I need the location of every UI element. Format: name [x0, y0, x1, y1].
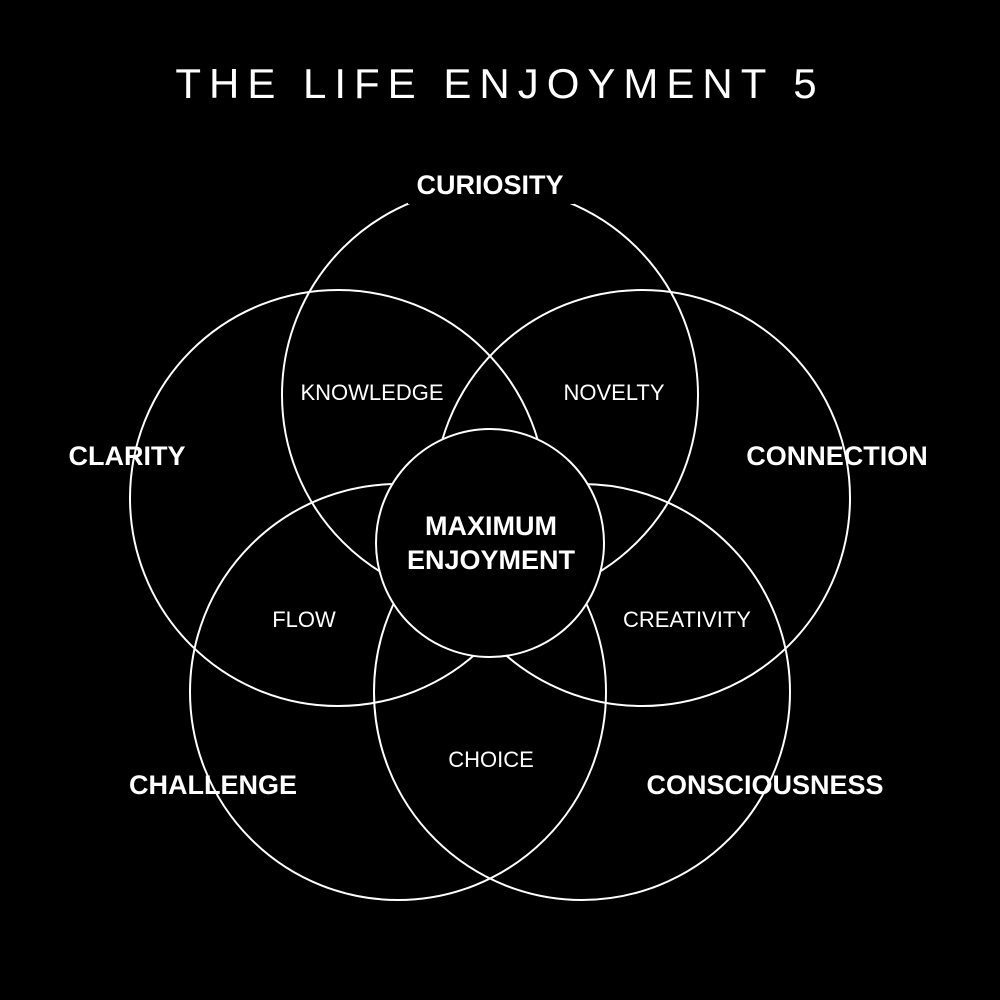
label-maximum: MAXIMUM	[425, 511, 557, 541]
label-connection: CONNECTION	[746, 441, 928, 471]
curiosity-label-backdrop	[408, 166, 574, 204]
label-consciousness: CONSCIOUSNESS	[646, 770, 883, 800]
label-challenge: CHALLENGE	[129, 770, 297, 800]
label-choice: CHOICE	[448, 747, 534, 772]
center-circle	[375, 428, 605, 658]
label-curiosity: CURIOSITY	[416, 170, 563, 200]
label-knowledge: KNOWLEDGE	[300, 380, 443, 405]
label-creativity: CREATIVITY	[623, 607, 751, 632]
label-novelty: NOVELTY	[563, 380, 664, 405]
label-clarity: CLARITY	[69, 441, 186, 471]
diagram-title: THE LIFE ENJOYMENT 5	[175, 60, 824, 107]
label-enjoyment: ENJOYMENT	[407, 545, 576, 575]
label-flow: FLOW	[272, 607, 336, 632]
